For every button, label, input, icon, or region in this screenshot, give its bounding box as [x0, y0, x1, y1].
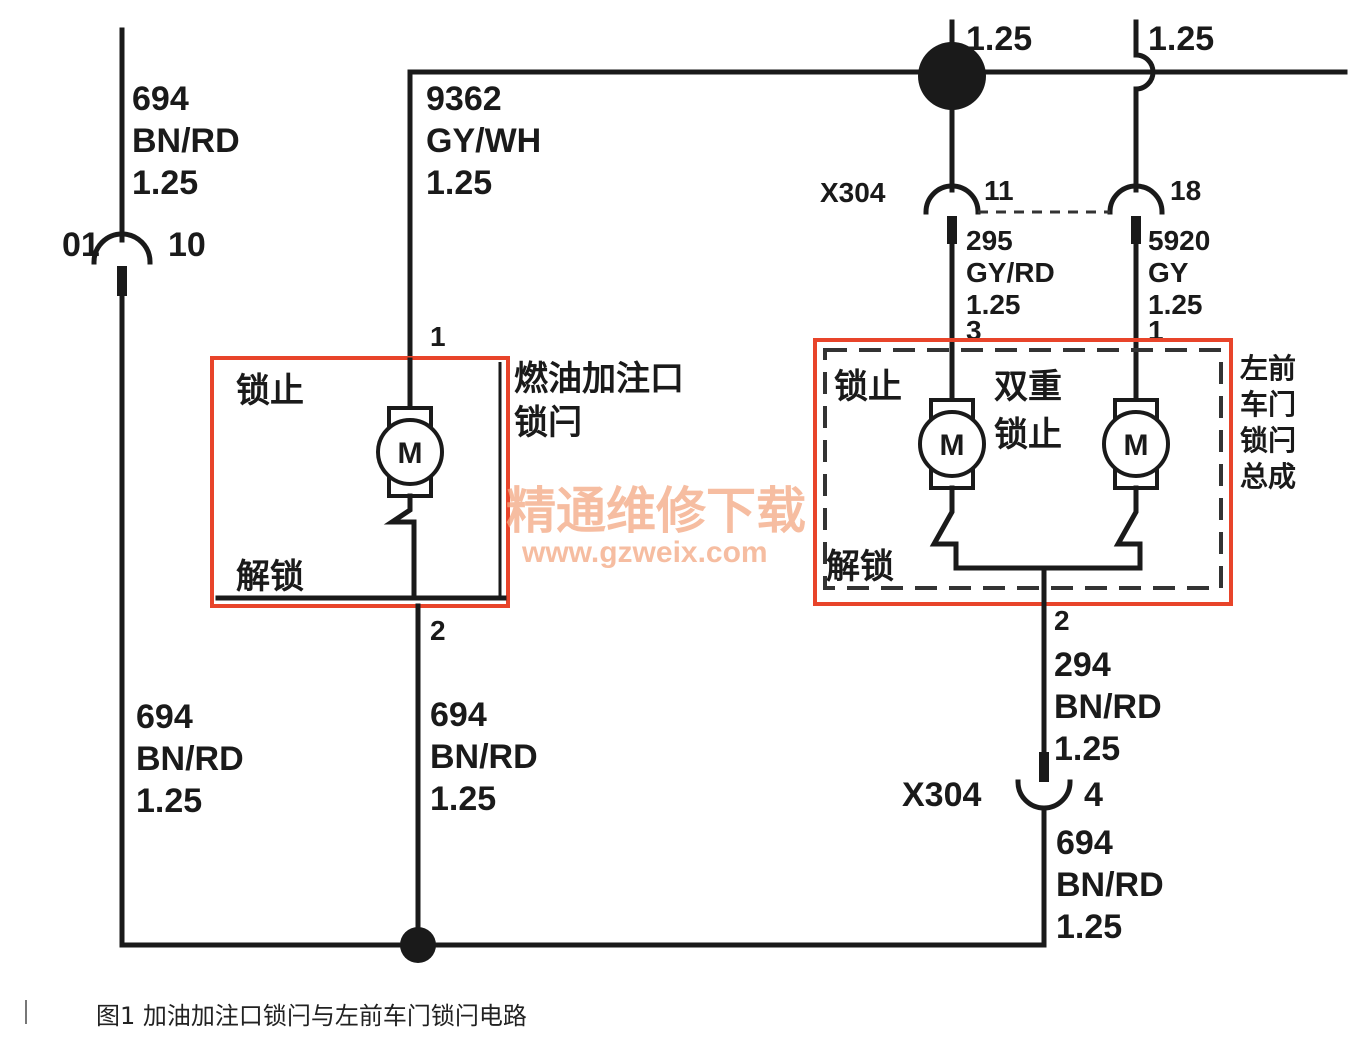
- door-motor-a-icon: [918, 410, 986, 478]
- fuel-actuator-title-2: 锁闩: [514, 403, 582, 443]
- door-unlock-label: 解锁: [826, 547, 894, 587]
- fuel-motor-icon: [376, 418, 444, 486]
- left-connector-pin-left: 01: [62, 226, 100, 264]
- door-wire-a-color: GY/RD: [966, 257, 1055, 288]
- fuel-wire-bottom-color: BN/RD: [430, 738, 538, 776]
- feed-splice: [918, 42, 986, 110]
- left-wire-top-color: BN/RD: [132, 122, 240, 160]
- watermark-url: www.gzweix.com: [521, 536, 768, 569]
- door-wire-b-color: GY: [1148, 257, 1189, 288]
- left-wire-bottom-gauge: 1.25: [136, 782, 202, 820]
- feed-b-gauge: 1.25: [1148, 20, 1214, 58]
- door-wire-a-gauge: 1.25: [966, 289, 1021, 320]
- door-return-wire-color: BN/RD: [1056, 866, 1164, 904]
- door-return-wire-num: 694: [1056, 824, 1113, 862]
- left-wire-top-num: 694: [132, 80, 189, 118]
- fuel-pin-bottom: 2: [430, 615, 446, 646]
- door-lock-label: 锁止: [834, 367, 902, 407]
- door-motor-b-label: M: [1124, 429, 1149, 462]
- x304-top-pin-b: 18: [1170, 175, 1201, 206]
- door-double-label-2: 锁止: [994, 415, 1062, 455]
- door-actuator-title-3: 锁闩: [1240, 424, 1296, 457]
- fuel-wire-bottom-num: 694: [430, 696, 487, 734]
- feed-b-crossover: [1133, 52, 1156, 92]
- door-ground-wire-color: BN/RD: [1054, 688, 1162, 726]
- door-actuator-title-4: 总成: [1240, 460, 1296, 493]
- door-motor-b-icon: [1102, 410, 1170, 478]
- fuel-wire-top-num: 9362: [426, 80, 502, 118]
- door-double-label-1: 双重: [994, 367, 1062, 407]
- fuel-wire-bottom-gauge: 1.25: [430, 780, 496, 818]
- fuel-unlock-label: 解锁: [236, 557, 304, 597]
- fuel-wire-top-color: GY/WH: [426, 122, 541, 160]
- fuel-actuator-title-1: 燃油加注口: [514, 359, 684, 399]
- feed-a-gauge: 1.25: [966, 20, 1032, 58]
- fuel-pin-top: 1: [430, 321, 446, 352]
- watermark-text: 精通维修下载: [506, 482, 806, 540]
- left-wire-bottom-color: BN/RD: [136, 740, 244, 778]
- left-connector-socket: [91, 231, 153, 265]
- door-ground-wire-num: 294: [1054, 646, 1111, 684]
- left-wire: [91, 27, 153, 948]
- door-motor-a-label: M: [940, 429, 965, 462]
- left-wire-bottom-num: 694: [136, 698, 193, 736]
- fuel-lock-label: 锁止: [236, 371, 304, 411]
- door-pin-ground: 2: [1054, 605, 1070, 636]
- x304-top-connector: [923, 183, 1165, 244]
- door-actuator: [813, 338, 1233, 607]
- x304-bottom-name: X304: [902, 776, 981, 814]
- x304-top-name: X304: [820, 177, 886, 208]
- fuel-motor-label: M: [398, 437, 423, 470]
- door-wire-b-num: 5920: [1148, 225, 1210, 256]
- figure-caption: 图1 加油加注口锁闩与左前车门锁闩电路: [96, 1002, 527, 1030]
- door-wire-a-num: 295: [966, 225, 1013, 256]
- door-actuator-title-2: 车门: [1240, 388, 1296, 421]
- fuel-wire-top-gauge: 1.25: [426, 164, 492, 202]
- x304-top-pin-a: 11: [984, 175, 1014, 206]
- door-ground-wire-gauge: 1.25: [1054, 730, 1120, 768]
- fuel-actuator: [210, 356, 510, 608]
- left-connector-pin-right: 10: [168, 226, 206, 264]
- left-wire-top-gauge: 1.25: [132, 164, 198, 202]
- door-actuator-title-1: 左前: [1240, 352, 1296, 385]
- door-wire-b-gauge: 1.25: [1148, 289, 1203, 320]
- door-return-wire-gauge: 1.25: [1056, 908, 1122, 946]
- x304-bottom-pin: 4: [1084, 776, 1103, 814]
